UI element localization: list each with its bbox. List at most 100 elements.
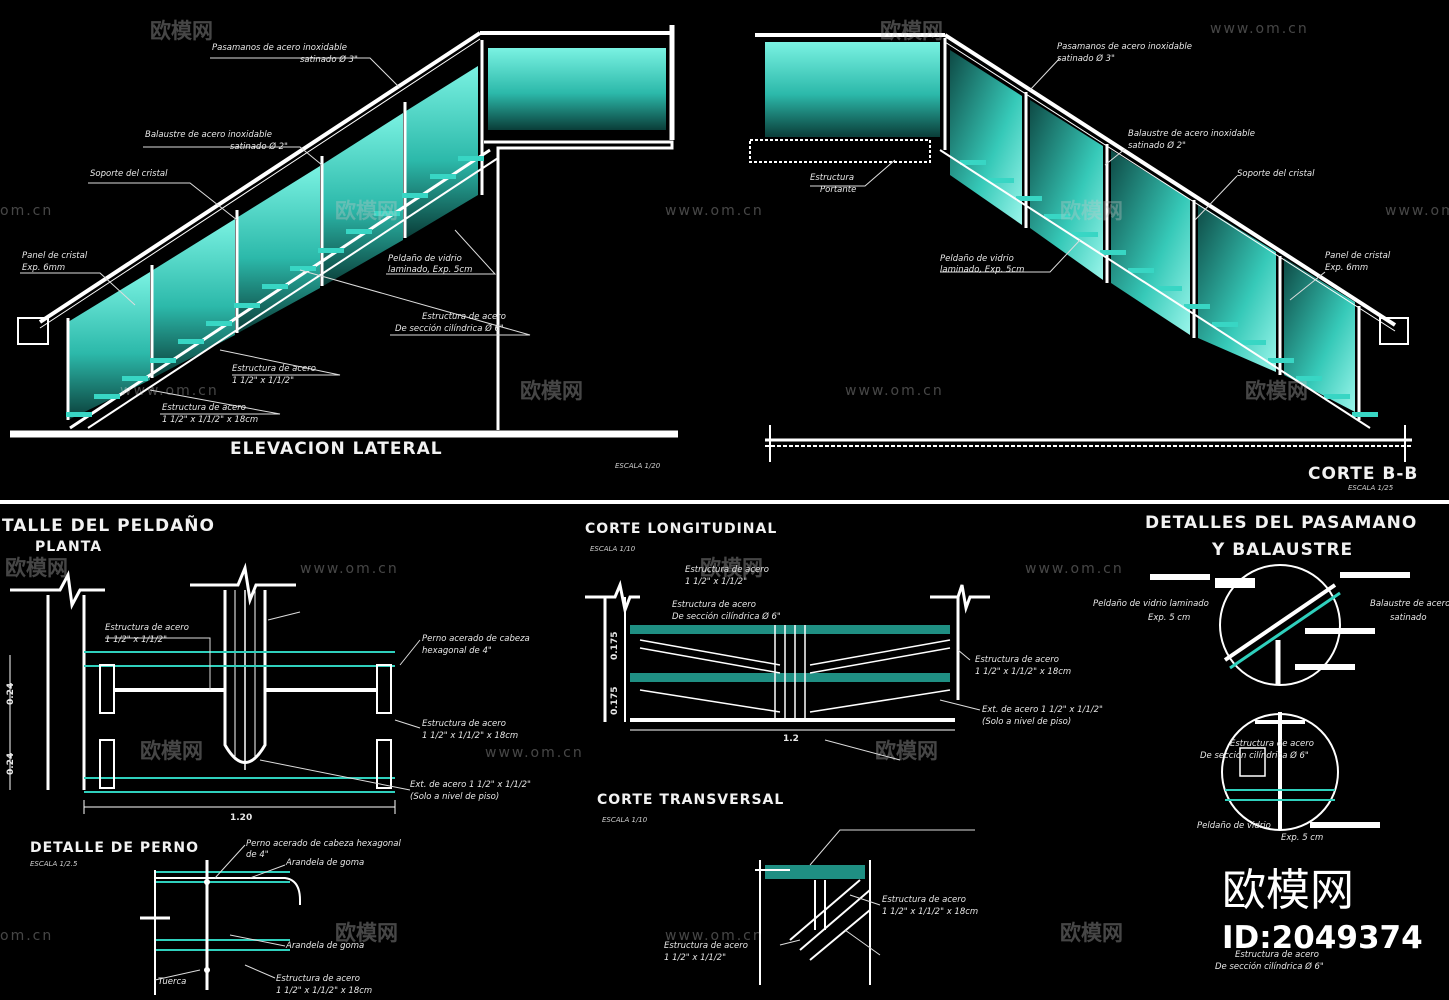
label-balaustre: Balaustre de acero inoxidable [145, 130, 272, 140]
watermark-brand: 欧模网 [335, 921, 398, 945]
label-balaustre-size: satinado Ø 2" [230, 141, 288, 152]
watermark-brand: 欧模网 [1245, 379, 1308, 403]
watermark-url: www.om.cn [1210, 21, 1309, 37]
dim-0-175-upper: 0.175 [610, 632, 620, 660]
dim-1-2: 1.2 [783, 734, 799, 744]
title-corte-transversal: CORTE TRANSVERSAL [597, 792, 784, 808]
label-peldano-exp: Exp. 5 cm [1281, 833, 1323, 843]
dim-peldano-upper: 0.24 [6, 683, 16, 705]
label-peldano-laminado: laminado, Exp. 5cm [940, 265, 1024, 275]
watermark-url: om.cn [0, 203, 53, 219]
label-peldano-vidrio: Peldaño de vidrio [1197, 821, 1271, 831]
detalles-pasamano-drawing: DETALLES DEL PASAMANO Y BALAUSTRE Peldañ… [1093, 513, 1449, 843]
label-ext: Ext. de acero 1 1/2" x 1/1/2" [410, 780, 531, 790]
label-panel-exp: Exp. 6mm [22, 263, 65, 273]
label-pasamanos-size: satinado Ø 3" [300, 54, 358, 65]
watermark-brand: 欧模网 [1060, 199, 1123, 223]
watermark-url: www.om.cn [845, 383, 944, 399]
label-estructura-a: Estructura de acero [685, 565, 769, 575]
watermark-url: www.om.cn [120, 383, 219, 399]
glass-panel-landing [488, 48, 666, 130]
glass-panel-landing [765, 42, 940, 137]
watermark-brand: 欧模网 [335, 199, 398, 223]
watermark-brand: 欧模网 [880, 19, 943, 43]
label-estructura-b-size: 1 1/2" x 1/1/2" x 18cm [276, 986, 372, 996]
watermark-brand: 欧模网 [1060, 921, 1123, 945]
title-balaustre: Y BALAUSTRE [1211, 540, 1353, 560]
label-estructura-a-size: 1 1/2" x 1/1/2" [664, 953, 726, 963]
corte-bb-drawing: Pasamanos de acero inoxidable satinado Ø… [749, 33, 1417, 492]
elevacion-lateral-drawing: Pasamanos de acero inoxidable satinado Ø… [10, 25, 678, 470]
handrail [38, 31, 482, 324]
label-solo-piso: (Solo a nivel de piso) [982, 717, 1071, 727]
watermark-url: om.cn [0, 928, 53, 944]
label-estructura-cil-size: De sección cilíndrica Ø 6" [1215, 961, 1324, 972]
watermark-url: www.om.cn [300, 561, 399, 577]
label-solo-piso: (Solo a nivel de piso) [410, 792, 499, 802]
label-pasamanos-size: satinado Ø 3" [1057, 53, 1115, 64]
label-peldano-vidrio: Peldaño de vidrio [940, 254, 1014, 264]
watermark-url: www.om.cn [1385, 203, 1449, 219]
detalle-peldano-drawing: TALLE DEL PELDAÑO PLANTA 1.20 0.24 [2, 513, 531, 823]
label-soporte: Soporte del cristal [1237, 169, 1315, 179]
watermark-brand: 欧模网 [700, 556, 763, 580]
watermark-brand: 欧模网 [140, 739, 203, 763]
scale-corte-bb: ESCALA 1/25 [1348, 484, 1394, 492]
title-detalle-perno: DETALLE DE PERNO [30, 840, 199, 856]
label-pasamanos: Pasamanos de acero inoxidable [212, 43, 347, 53]
brand-logo-text: 欧模网 [1222, 865, 1354, 916]
glass-panel [238, 166, 320, 333]
label-balaustre-short: Balaustre de acero [1370, 599, 1449, 609]
label-estructura-b-size: 1 1/2" x 1/1/2" x 18cm [975, 667, 1071, 677]
label-perno-hexagonal: hexagonal de 4" [422, 646, 492, 656]
label-peldano-vidrio: Peldaño de vidrio [388, 254, 462, 264]
label-perno-cabeza: Perno acerado de cabeza [422, 634, 530, 644]
label-peldano-laminado: laminado, Exp. 5cm [388, 265, 472, 275]
label-peldano-laminado: Peldaño de vidrio laminado [1093, 599, 1209, 609]
watermark-url: www.om.cn [1025, 561, 1124, 577]
glass-panel [1111, 150, 1190, 335]
label-estructura-b-size: 1 1/2" x 1/1/2" x 18cm [422, 731, 518, 741]
stair-steps [66, 156, 484, 417]
label-estructura-a-size: 1 1/2" x 1/1/2" [685, 577, 747, 587]
title-elevacion-lateral: ELEVACION LATERAL [230, 439, 443, 459]
label-estructura-a: Estructura de acero [664, 941, 748, 951]
label-estructura-cil-size: De sección cilíndrica Ø 6" [1200, 750, 1309, 761]
watermark-url: www.om.cn [485, 745, 584, 761]
label-balaustre: Balaustre de acero inoxidable [1128, 129, 1255, 139]
label-arandela-2: Arandela de goma [285, 941, 364, 951]
glass-panel [153, 219, 235, 378]
label-arandela: Arandela de goma [285, 858, 364, 868]
stair-steps [960, 160, 1378, 417]
corte-transversal-drawing: CORTE TRANSVERSAL ESCALA 1/10 Estructura… [597, 792, 1324, 985]
label-estructura-b-size: 1 1/2" x 1/1/2" x 18cm [162, 415, 258, 425]
label-peldano-exp: Exp. 5 cm [1148, 613, 1190, 623]
watermark-brand: 欧模网 [520, 379, 583, 403]
watermark-brand: 欧模网 [875, 739, 938, 763]
label-estructura-b: Estructura de acero [882, 895, 966, 905]
label-pasamanos: Pasamanos de acero inoxidable [1057, 42, 1192, 52]
label-estructura-b: Estructura de acero [975, 655, 1059, 665]
scale-perno: ESCALA 1/2.5 [30, 860, 78, 868]
scale-transversal: ESCALA 1/10 [602, 816, 648, 824]
watermark-brand: 欧模网 [150, 19, 213, 43]
title-detalles-pasamano: DETALLES DEL PASAMANO [1145, 513, 1417, 533]
corte-longitudinal-drawing: CORTE LONGITUDINAL ESCALA 1/10 1.2 0.175… [585, 521, 1103, 761]
watermarks: 欧模网 欧模网 欧模网 欧模网 欧模网 欧模网 欧模网 欧模网 欧模网 欧模网 … [0, 19, 1449, 956]
dim-peldano-lower: 0.24 [6, 753, 16, 775]
glass-panel [68, 272, 150, 420]
label-estructura-cil: Estructura de acero [672, 600, 756, 610]
glass-panel [1284, 258, 1355, 412]
label-portante: Portante [820, 185, 856, 195]
dim-0-175-lower: 0.175 [610, 687, 620, 715]
title-planta: PLANTA [35, 539, 102, 555]
label-estructura-a: Estructura de acero [1230, 739, 1314, 749]
watermark-url: www.om.cn [665, 203, 764, 219]
label-ext: Ext. de acero 1 1/2" x 1/1/2" [982, 705, 1103, 715]
watermark-brand: 欧模网 [5, 556, 68, 580]
label-estructura-a: Estructura de acero [105, 623, 189, 633]
label-panel: Panel de cristal [1325, 251, 1391, 261]
label-estructura: Estructura [810, 173, 854, 183]
label-estructura-a-size: 1 1/2" x 1/1/2" [232, 376, 294, 386]
